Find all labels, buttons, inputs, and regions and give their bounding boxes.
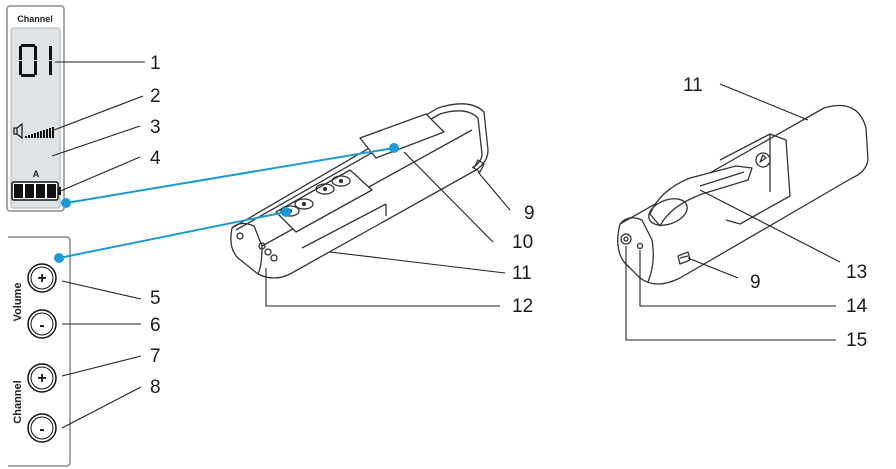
callout-10: 10 [512, 232, 533, 253]
callout-9-front: 9 [524, 203, 535, 224]
callout-6: 6 [150, 315, 161, 336]
channel-up-button[interactable]: + [27, 363, 57, 393]
channel-down-button[interactable]: - [27, 413, 57, 443]
device-back-view [617, 104, 869, 285]
callout-11-back: 11 [683, 75, 703, 96]
callout-13: 13 [846, 262, 867, 283]
volume-level-bars [25, 127, 54, 138]
callout-numbers: 1 2 3 4 5 6 7 8 9 10 11 12 9 13 14 15 11 [150, 53, 868, 398]
callout-4: 4 [150, 148, 161, 169]
callout-5: 5 [150, 288, 161, 309]
channel-keypad-label: Channel [12, 380, 24, 423]
volume-down-symbol: - [39, 317, 44, 334]
callout-15: 15 [846, 330, 867, 351]
callout-9-back: 9 [750, 272, 761, 293]
volume-up-symbol: + [37, 270, 46, 287]
channel-number-text: 01 [0, 0, 2, 1]
keypad-connector [54, 207, 291, 263]
display-connector [61, 143, 399, 208]
lcd-display-panel: Channel 01 [0, 0, 65, 212]
device-front-view [230, 103, 489, 279]
keypad-panel: Volume Channel + - + - [8, 236, 71, 467]
channel-up-symbol: + [37, 370, 46, 387]
battery-icon [11, 181, 61, 201]
callout-12: 12 [512, 296, 533, 317]
callout-8: 8 [150, 377, 161, 398]
callout-7: 7 [150, 346, 161, 367]
leader-lines [51, 61, 841, 429]
volume-label: Volume [12, 283, 24, 322]
channel-letter: A [33, 169, 40, 179]
volume-down-button[interactable]: - [27, 309, 57, 339]
callout-2: 2 [150, 86, 161, 107]
volume-up-button[interactable]: + [27, 263, 57, 293]
callout-11-front: 11 [512, 263, 532, 284]
callout-1: 1 [150, 53, 161, 74]
speaker-icon [13, 122, 23, 140]
callout-3: 3 [150, 117, 161, 138]
channel-display-label: Channel [17, 14, 53, 24]
channel-down-symbol: - [39, 421, 44, 438]
channel-number-display [19, 44, 52, 77]
callout-14: 14 [846, 296, 868, 317]
